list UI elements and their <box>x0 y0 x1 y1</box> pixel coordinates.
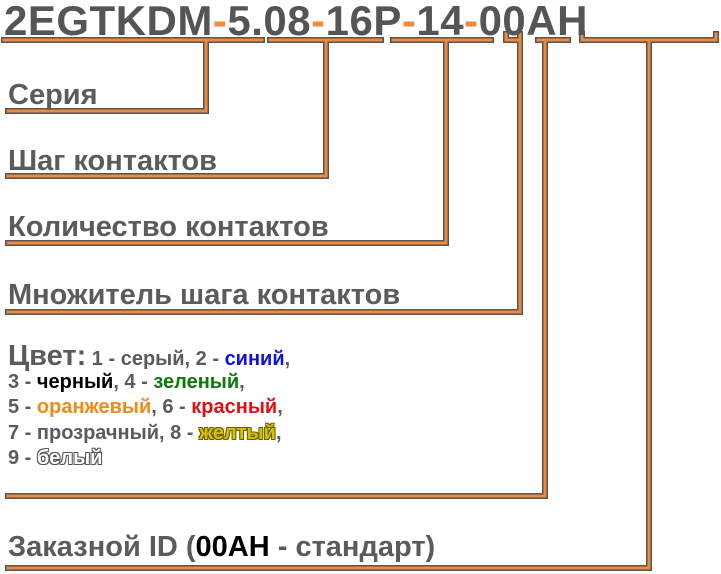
order-prefix: Заказной ID ( <box>8 531 196 563</box>
code-order-id: 00AH <box>478 0 588 44</box>
color-row-2: 3 - черный, 4 - зеленый, <box>8 370 290 396</box>
color-text: , 6 - <box>151 396 192 418</box>
color-text: 5 - <box>8 396 37 418</box>
code-series: 2EGTKDM <box>4 0 213 44</box>
color-text: 3 - <box>8 370 37 393</box>
color-white: белый <box>36 447 103 469</box>
label-pitch-multiplier: Множитель шага контактов <box>8 279 401 311</box>
color-row-5: 9 - белый <box>8 446 290 472</box>
color-row-4: 7 - прозрачный, 8 - желтый, <box>8 421 290 447</box>
color-text: 9 - <box>8 447 37 469</box>
color-legend: Цвет: 1 - серый, 2 - синий, 3 - черный, … <box>8 342 291 472</box>
color-row-1: Цвет: 1 - серый, 2 - синий, <box>8 342 291 371</box>
code-multiplier-color: 14 <box>416 0 465 44</box>
color-text: , <box>239 370 245 393</box>
part-number-code: 2EGTKDM-5.08-16P-14-00AH <box>4 0 588 42</box>
connector-line <box>6 38 448 245</box>
code-separator-2: - <box>311 0 326 44</box>
code-separator-1: - <box>212 0 228 44</box>
color-heading: Цвет: <box>8 340 87 372</box>
order-code: 00AH <box>195 531 270 563</box>
connector-line <box>6 38 328 178</box>
connector-line <box>6 38 651 570</box>
code-separator-4: - <box>464 0 479 44</box>
connector-line <box>6 38 522 314</box>
color-orange: оранжевый <box>36 396 152 418</box>
order-suffix: - стандарт) <box>269 531 436 563</box>
label-series: Серия <box>8 79 98 111</box>
color-text: 7 - прозрачный, 8 - <box>8 421 200 444</box>
label-contact-count: Количество контактов <box>8 211 329 243</box>
color-black: черный <box>36 370 114 393</box>
color-text: , <box>275 421 282 444</box>
color-yellow: желтый <box>199 421 276 444</box>
color-text: , <box>277 396 283 418</box>
color-red: красный <box>191 396 278 418</box>
color-text: 1 - серый, 2 - <box>86 348 225 370</box>
label-pitch: Шаг контактов <box>8 145 217 177</box>
connector-line <box>6 38 208 113</box>
color-text: , <box>284 348 291 370</box>
label-order-id: Заказной ID (00AH - стандарт) <box>8 532 435 562</box>
code-pitch: 5.08 <box>227 0 312 44</box>
connector-line <box>580 32 718 42</box>
connector-line <box>6 38 547 498</box>
color-green: зеленый <box>153 370 240 393</box>
code-separator-3: - <box>401 0 417 44</box>
color-text: , 4 - <box>113 370 154 393</box>
color-row-3: 5 - оранжевый, 6 - красный, <box>8 395 290 421</box>
code-contacts: 16P <box>325 0 402 44</box>
color-blue: синий <box>224 348 285 370</box>
